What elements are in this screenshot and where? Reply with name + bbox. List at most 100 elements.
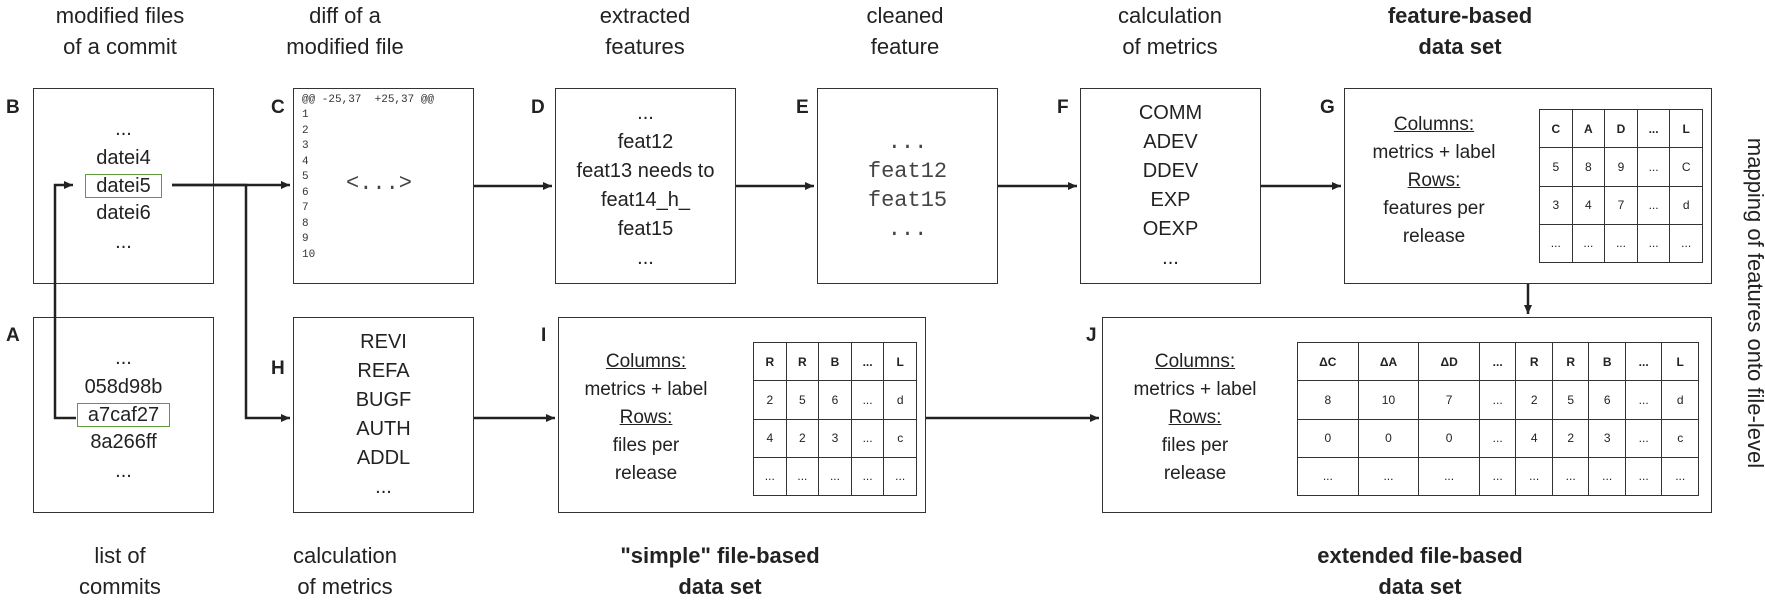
label-j: J xyxy=(1086,325,1097,346)
rows-value: release xyxy=(614,463,678,484)
table-cell: ... xyxy=(1636,223,1671,264)
title-line: "simple" file-based xyxy=(620,543,820,568)
title-line: feature xyxy=(870,34,940,59)
title-line: commits xyxy=(79,574,161,599)
metric-item: DDEV xyxy=(1142,160,1199,182)
box-extended-file-dataset: Columns: metrics + label Rows: files per… xyxy=(1102,317,1712,513)
title-calc-metrics-bottom: calculation of metrics xyxy=(250,540,440,602)
title-line: feature-based xyxy=(1387,3,1533,28)
title-line: calculation xyxy=(1118,3,1222,28)
table-cell: ... xyxy=(1515,456,1553,497)
file-item: ... xyxy=(115,118,132,140)
diff-line: 1 xyxy=(302,109,309,121)
table-cell: ... xyxy=(1539,223,1573,264)
table-cell: 0 xyxy=(1418,418,1480,458)
table-cell: 8 xyxy=(1297,380,1359,420)
metric-item: REFA xyxy=(357,360,410,382)
box-extracted-features: ... feat12 feat13 needs to feat14_h_ fea… xyxy=(555,88,736,284)
table-cell: ΔD xyxy=(1418,341,1480,382)
table-cell: ... xyxy=(1624,456,1663,497)
rows-value: files per xyxy=(612,435,680,456)
title-cleaned: cleaned feature xyxy=(815,0,995,62)
title-line: calculation xyxy=(293,543,397,568)
feature-item: feat12 xyxy=(617,131,674,153)
table-cell: 2 xyxy=(1515,380,1553,420)
diff-line: 9 xyxy=(302,233,309,245)
title-calc-metrics-top: calculation of metrics xyxy=(1075,0,1265,62)
table-cell: 7 xyxy=(1604,185,1638,225)
feature-item: ... xyxy=(637,247,654,269)
feature-item: feat14_h_ xyxy=(601,189,690,211)
table-cell: ... xyxy=(1297,456,1359,497)
table-cell: ... xyxy=(818,456,852,497)
cleaned-item: feat15 xyxy=(867,188,948,213)
box-feature-based-dataset: Columns: metrics + label Rows: features … xyxy=(1344,88,1712,284)
dataset-description: Columns: metrics + label Rows: features … xyxy=(1345,111,1523,251)
rows-heading: Rows: xyxy=(1407,170,1461,191)
file-table: R R B ... L 2 5 6 ... d 4 2 3 ... c ... … xyxy=(753,341,917,497)
table-row: 0 0 0 ... 4 2 3 ... c xyxy=(1297,418,1699,458)
rows-value: release xyxy=(1163,463,1227,484)
label-f: F xyxy=(1057,97,1069,118)
title-line: modified files xyxy=(55,3,185,28)
dataset-description: Columns: metrics + label Rows: files per… xyxy=(559,348,733,488)
table-row: ΔC ΔA ΔD ... R R B ... L xyxy=(1297,341,1699,382)
table-cell: ... xyxy=(1478,341,1517,382)
columns-value: metrics + label xyxy=(584,379,708,400)
diff-line: 10 xyxy=(302,248,316,261)
table-cell: 2 xyxy=(1551,418,1590,458)
title-line: cleaned xyxy=(866,3,944,28)
metric-item: ... xyxy=(1162,247,1179,269)
label-a: A xyxy=(6,325,20,346)
arrow-commit-to-files xyxy=(53,181,76,420)
title-line: diff of a xyxy=(309,3,381,28)
table-cell: L xyxy=(883,341,917,382)
title-line: data set xyxy=(678,574,762,599)
table-cell: B xyxy=(1588,341,1626,382)
table-row: 5 8 9 ... C xyxy=(1539,147,1703,187)
rows-heading: Rows: xyxy=(1168,407,1222,428)
table-cell: 3 xyxy=(1588,418,1626,458)
arrow-files-to-metrics xyxy=(172,183,290,422)
file-item: datei4 xyxy=(96,147,151,169)
table-cell: d xyxy=(883,380,917,420)
title-line: of metrics xyxy=(1122,34,1218,59)
table-cell: ... xyxy=(1636,185,1671,225)
feature-item: ... xyxy=(637,102,654,124)
box-simple-file-dataset: Columns: metrics + label Rows: files per… xyxy=(558,317,926,513)
diff-line: 3 xyxy=(302,140,309,152)
title-line: of metrics xyxy=(297,574,393,599)
feature-item: feat13 needs to xyxy=(576,160,715,182)
title-simple-file-based: "simple" file-based data set xyxy=(590,540,850,602)
label-g: G xyxy=(1320,97,1335,118)
title-line: list of xyxy=(94,543,146,568)
table-cell: ... xyxy=(1624,341,1663,382)
table-cell: ... xyxy=(1357,456,1420,497)
title-list-commits: list of commits xyxy=(25,540,215,602)
label-i: I xyxy=(541,325,547,346)
extended-table: ΔC ΔA ΔD ... R R B ... L 8 10 7 ... 2 5 … xyxy=(1297,341,1699,497)
metric-item: AUTH xyxy=(356,418,411,440)
metric-item: BUGF xyxy=(355,389,412,411)
table-cell: ... xyxy=(1661,456,1699,497)
table-cell: L xyxy=(1661,341,1699,382)
title-modified-files: modified files of a commit xyxy=(25,0,215,62)
title-feature-based: feature-based data set xyxy=(1340,0,1580,62)
table-row: R R B ... L xyxy=(753,341,917,382)
table-cell: c xyxy=(1661,418,1699,458)
metric-item: ADEV xyxy=(1143,131,1198,153)
file-item: datei6 xyxy=(96,202,151,224)
cleaned-item: ... xyxy=(887,217,928,242)
dataset-description: Columns: metrics + label Rows: files per… xyxy=(1103,348,1287,488)
table-cell: d xyxy=(1669,185,1703,225)
table-cell: D xyxy=(1604,108,1638,149)
title-line: extended file-based xyxy=(1317,543,1523,568)
title-extracted: extracted features xyxy=(555,0,735,62)
metric-item: ... xyxy=(375,476,392,498)
table-cell: 5 xyxy=(1539,147,1573,187)
diff-ellipsis: <...> xyxy=(346,171,413,196)
table-row: 8 10 7 ... 2 5 6 ... d xyxy=(1297,380,1699,420)
label-h: H xyxy=(271,358,285,379)
table-cell: 5 xyxy=(1551,380,1590,420)
